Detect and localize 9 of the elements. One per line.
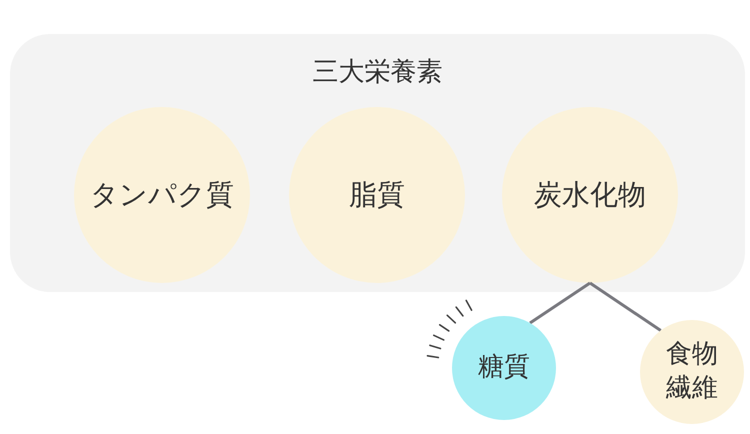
node-label: 脂質 [349, 176, 405, 213]
group-panel [10, 34, 745, 292]
connector-line [589, 282, 662, 332]
node-label: 食物繊維 [666, 338, 718, 405]
node-label: 糖質 [478, 351, 530, 384]
group-title: 三大栄養素 [312, 56, 442, 89]
node-label: 炭水化物 [534, 176, 646, 213]
node-label: タンパク質 [90, 176, 234, 213]
connector-line [529, 282, 591, 324]
